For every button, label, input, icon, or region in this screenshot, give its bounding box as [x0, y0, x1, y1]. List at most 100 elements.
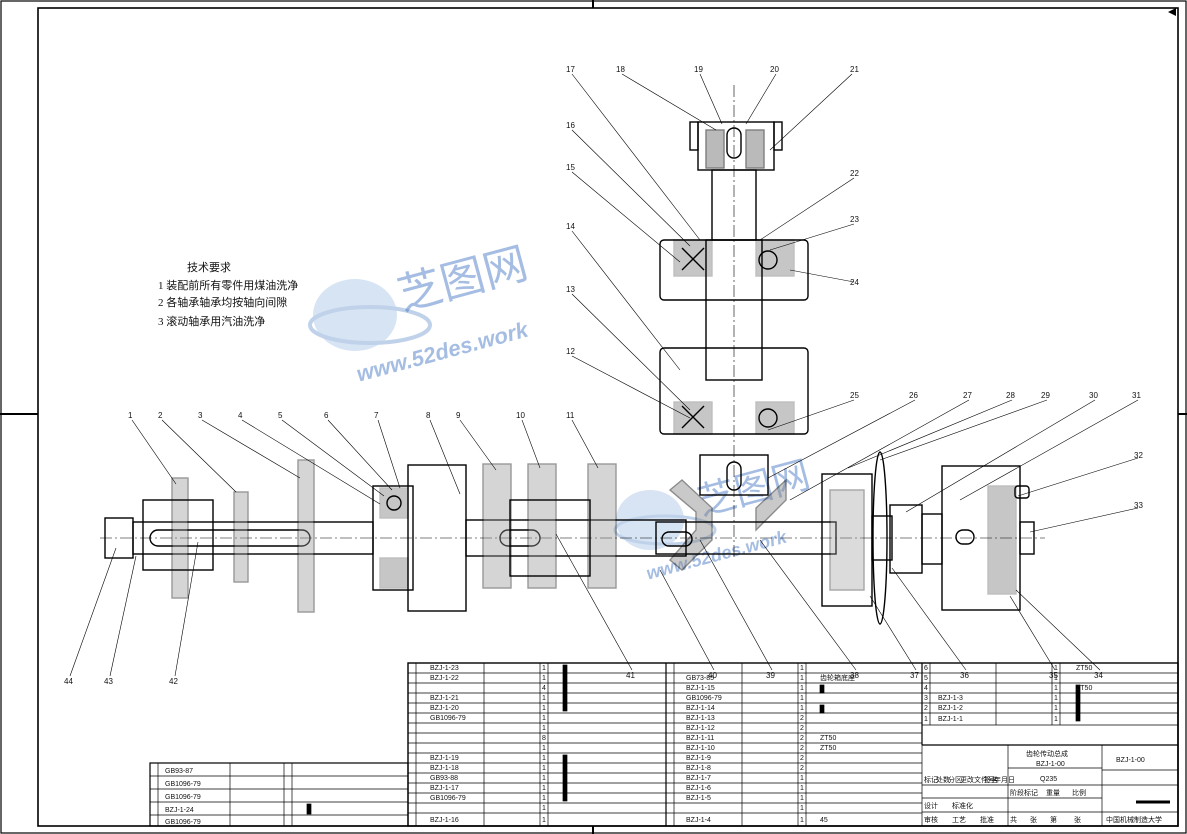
balloon-label: 36 — [960, 671, 969, 680]
bom-qty: 1 — [800, 805, 804, 812]
bom-qty: 1 — [1054, 665, 1058, 672]
bom-cell: BZJ-1-15 — [686, 685, 715, 692]
bom-qty: 1 — [1054, 675, 1058, 682]
bom-cell: GB1096-79 — [430, 715, 466, 722]
balloon-label: 14 — [566, 222, 575, 231]
bom-qty: 1 — [1054, 716, 1058, 723]
balloon-label: 21 — [850, 65, 859, 74]
bom-cell: GB93-87 — [165, 768, 193, 775]
balloon-label: 11 — [566, 411, 575, 420]
bom-qty: 4 — [542, 685, 546, 692]
bom-cell: BZJ-1-17 — [430, 785, 459, 792]
bom-cell: GB1096-79 — [165, 781, 201, 788]
bom-note: ZT50 — [1076, 665, 1092, 672]
bom-cell: GB1096-79 — [165, 794, 201, 801]
bom-qty: 1 — [800, 695, 804, 702]
assembly-title: 齿轮传动总成 — [1026, 749, 1068, 758]
bom-col2-notes: 齿轮箱底座 ZT50 ZT50 45 — [820, 673, 855, 824]
balloon-label: 40 — [708, 671, 717, 680]
horizontal-shaft-assembly — [100, 451, 1045, 625]
bom-note: 齿轮箱底座 — [820, 673, 855, 682]
bom-index: 4 — [924, 685, 928, 692]
bom-qty: 1 — [800, 665, 804, 672]
title-label: 标准化 — [952, 801, 973, 810]
bom-main-table — [407, 662, 1179, 827]
bom-col2-qty: 1 1 1 1 1 2 2 2 2 2 2 1 1 1 1 1 — [800, 665, 804, 824]
bom-cell: BZJ-1-10 — [686, 745, 715, 752]
title-label: 工艺 — [952, 816, 966, 824]
bom-qty: 1 — [542, 715, 546, 722]
balloon-label: 38 — [850, 671, 859, 680]
bom-cell: BZJ-1-8 — [686, 765, 711, 772]
bom-cell: BZJ-1-5 — [686, 795, 711, 802]
bom-cell: BZJ-1-23 — [430, 665, 459, 672]
bom-index: 5 — [924, 675, 928, 682]
bom-qty: 1 — [542, 745, 546, 752]
title-label: 设计 — [924, 801, 938, 810]
bom-col1-qty: 1 1 4 1 1 1 1 8 1 1 1 1 1 1 1 1 — [542, 665, 546, 824]
bom-cell: BZJ-1-6 — [686, 785, 711, 792]
vertical-shaft-assembly — [659, 85, 809, 571]
bom-cell: BZJ-1-9 — [686, 755, 711, 762]
title-label: 张 — [1030, 815, 1037, 824]
balloon-label: 37 — [910, 671, 919, 680]
bom-note: ZT50 — [820, 745, 836, 752]
balloon-label: 43 — [104, 677, 113, 686]
tech-note-line: 2 各轴承轴承均按轴向间隙 — [158, 295, 287, 309]
bom-cell: GB1096-79 — [430, 795, 466, 802]
bom-cell: BZJ-1-1 — [938, 716, 963, 723]
bom-cell: BZJ-1-2 — [938, 705, 963, 712]
balloon-label: 39 — [766, 671, 775, 680]
bom-qty: 1 — [542, 705, 546, 712]
bom-qty: 2 — [800, 765, 804, 772]
bom-index: 2 — [924, 705, 928, 712]
balloon-label: 2 — [158, 411, 163, 420]
bom-qty: 1 — [800, 785, 804, 792]
title-label: 批准 — [980, 815, 994, 824]
drawing-number: BZJ-1-00 — [1116, 757, 1145, 764]
title-label: 共 — [1010, 815, 1017, 824]
bom-qty: 1 — [542, 775, 546, 782]
bom-qty: 2 — [800, 745, 804, 752]
balloon-label: 3 — [198, 411, 203, 420]
bom-qty: 1 — [800, 685, 804, 692]
bom-qty: 2 — [800, 725, 804, 732]
bom-qty: 8 — [542, 735, 546, 742]
balloon-label: 15 — [566, 163, 575, 172]
bom-cell: BZJ-1-22 — [430, 675, 459, 682]
balloon-label: 8 — [426, 411, 431, 420]
company-name: 中国机械制造大学 — [1106, 815, 1162, 824]
bom-qty: 2 — [800, 755, 804, 762]
bom-cell: GB93-88 — [430, 775, 458, 782]
balloon-label: 20 — [770, 65, 779, 74]
bom-cell: BZJ-1-13 — [686, 715, 715, 722]
bom-qty: 1 — [542, 805, 546, 812]
balloon-label: 29 — [1041, 391, 1050, 400]
bom-qty: 1 — [542, 675, 546, 682]
bom-qty: 1 — [800, 817, 804, 824]
balloon-label: 30 — [1089, 391, 1098, 400]
bom-cell: BZJ-1-20 — [430, 705, 459, 712]
tech-notes-title: 技术要求 — [187, 261, 231, 274]
title-label: 第 — [1050, 815, 1057, 824]
title-block: 标记 处数 分区 更改文件号 签名 年月日 设计 标准化 审核 工艺 批准 阶段… — [924, 749, 1162, 824]
balloon-label: 27 — [963, 391, 972, 400]
bom-cell: GB1096-79 — [165, 819, 201, 826]
bom-col2-cells: GB73-85 BZJ-1-15 GB1096-79 BZJ-1-14 BZJ-… — [686, 675, 722, 824]
balloon-label: 22 — [850, 169, 859, 178]
title-label: 年月日 — [994, 775, 1015, 784]
bom-cell: BZJ-1-21 — [430, 695, 459, 702]
balloon-label: 18 — [616, 65, 625, 74]
balloon-label: 10 — [516, 411, 525, 420]
bom-index: 3 — [924, 695, 928, 702]
balloon-label: 7 — [374, 411, 379, 420]
bom-qty: 1 — [542, 817, 546, 824]
balloon-label: 34 — [1094, 671, 1103, 680]
bom-qty: 1 — [800, 675, 804, 682]
bom-col1-cells: BZJ-1-23 BZJ-1-22 BZJ-1-21 BZJ-1-20 GB10… — [430, 665, 466, 824]
balloon-label: 25 — [850, 391, 859, 400]
bom-cell: BZJ-1-3 — [938, 695, 963, 702]
bom-cell: BZJ-1-24 — [165, 807, 194, 814]
tech-notes: 技术要求 1 装配前所有零件用煤油洗净 2 各轴承轴承均按轴向间隙 3 滚动轴承… — [158, 261, 298, 328]
balloon-label: 4 — [238, 411, 243, 420]
